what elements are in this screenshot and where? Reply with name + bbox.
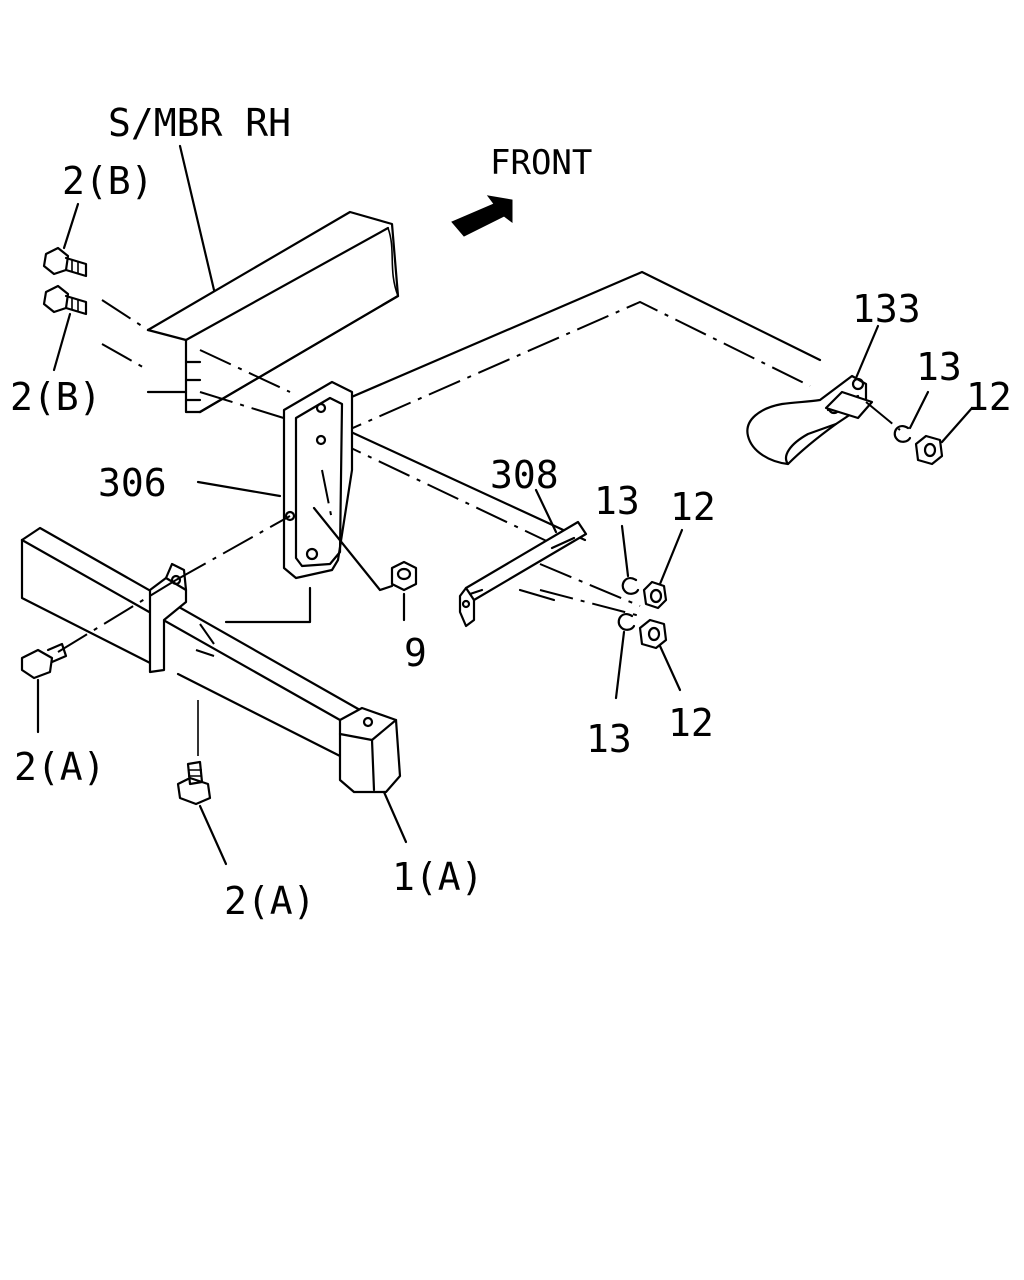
label-308: 308 [490, 453, 559, 497]
label-12-lower: 12 [668, 701, 714, 745]
label-2b-bottom: 2(B) [10, 375, 102, 419]
nut-9-icon [390, 560, 418, 592]
label-133: 133 [852, 287, 921, 331]
bolt-2a-left-icon [20, 642, 68, 680]
label-12-hook: 12 [966, 375, 1012, 419]
label-2a-bottom: 2(A) [224, 879, 316, 923]
label-13-hook: 13 [916, 345, 962, 389]
clip-13-lower-icon [617, 613, 636, 631]
leader-lines [36, 144, 974, 866]
frame-bracket [148, 562, 215, 674]
label-2b-top: 2(B) [62, 159, 154, 203]
label-front: FRONT [490, 143, 592, 183]
label-2a-left: 2(A) [14, 745, 106, 789]
arrow-icon [451, 195, 513, 237]
label-306: 306 [98, 461, 167, 505]
bolt-2a-bottom-icon [176, 760, 212, 806]
nut-12-upper-icon [642, 580, 668, 610]
clip-13-hook-icon [893, 425, 912, 443]
tow-rod [310, 270, 822, 546]
bolt-2b-bottom-icon [42, 284, 88, 316]
bolt-2b-top-icon [42, 246, 88, 278]
bracket-308 [458, 520, 641, 628]
frame-1a [20, 526, 402, 794]
nut-12-lower-icon [638, 618, 668, 650]
bracket-306 [282, 380, 354, 580]
label-13-lower: 13 [586, 717, 632, 761]
label-13-upper: 13 [594, 479, 640, 523]
label-s-mbr-rh: S/MBR RH [108, 101, 291, 145]
tow-hook-icon [746, 374, 874, 466]
label-9: 9 [404, 631, 427, 675]
label-1a: 1(A) [392, 855, 484, 899]
side-member-rh [146, 210, 400, 414]
label-12-upper: 12 [670, 485, 716, 529]
clip-13-upper-icon [621, 577, 640, 595]
nut-12-hook-icon [914, 434, 944, 466]
